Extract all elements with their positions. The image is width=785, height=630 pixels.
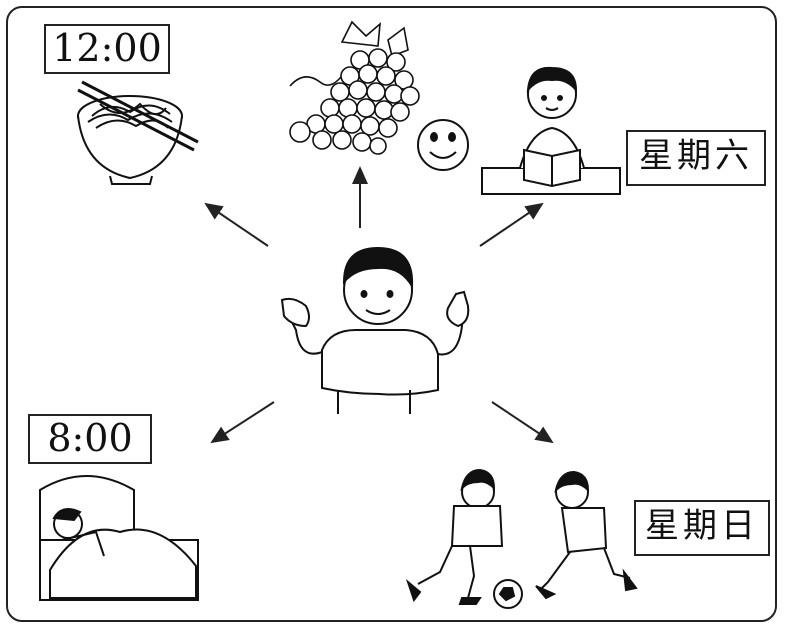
boy-sleeping-icon <box>39 475 199 601</box>
time-label-noon: 12:00 <box>44 24 170 74</box>
noodle-bowl-icon <box>77 80 199 185</box>
boys-soccer-icon <box>405 468 638 609</box>
boy-center-icon <box>280 246 470 414</box>
arrow-to-sleeping <box>210 401 275 444</box>
arrows <box>204 166 554 444</box>
day-label-sunday: 星期日 <box>634 500 770 556</box>
day-label-saturday: 星期六 <box>626 130 766 186</box>
smiley-icon <box>417 119 469 171</box>
arrow-to-soccer <box>491 401 554 444</box>
boy-reading-icon <box>481 66 621 195</box>
grapes-icon <box>289 20 420 155</box>
arrow-to-reading <box>479 202 544 247</box>
time-label-morning: 8:00 <box>28 414 152 464</box>
arrow-to-noodles <box>204 202 269 247</box>
